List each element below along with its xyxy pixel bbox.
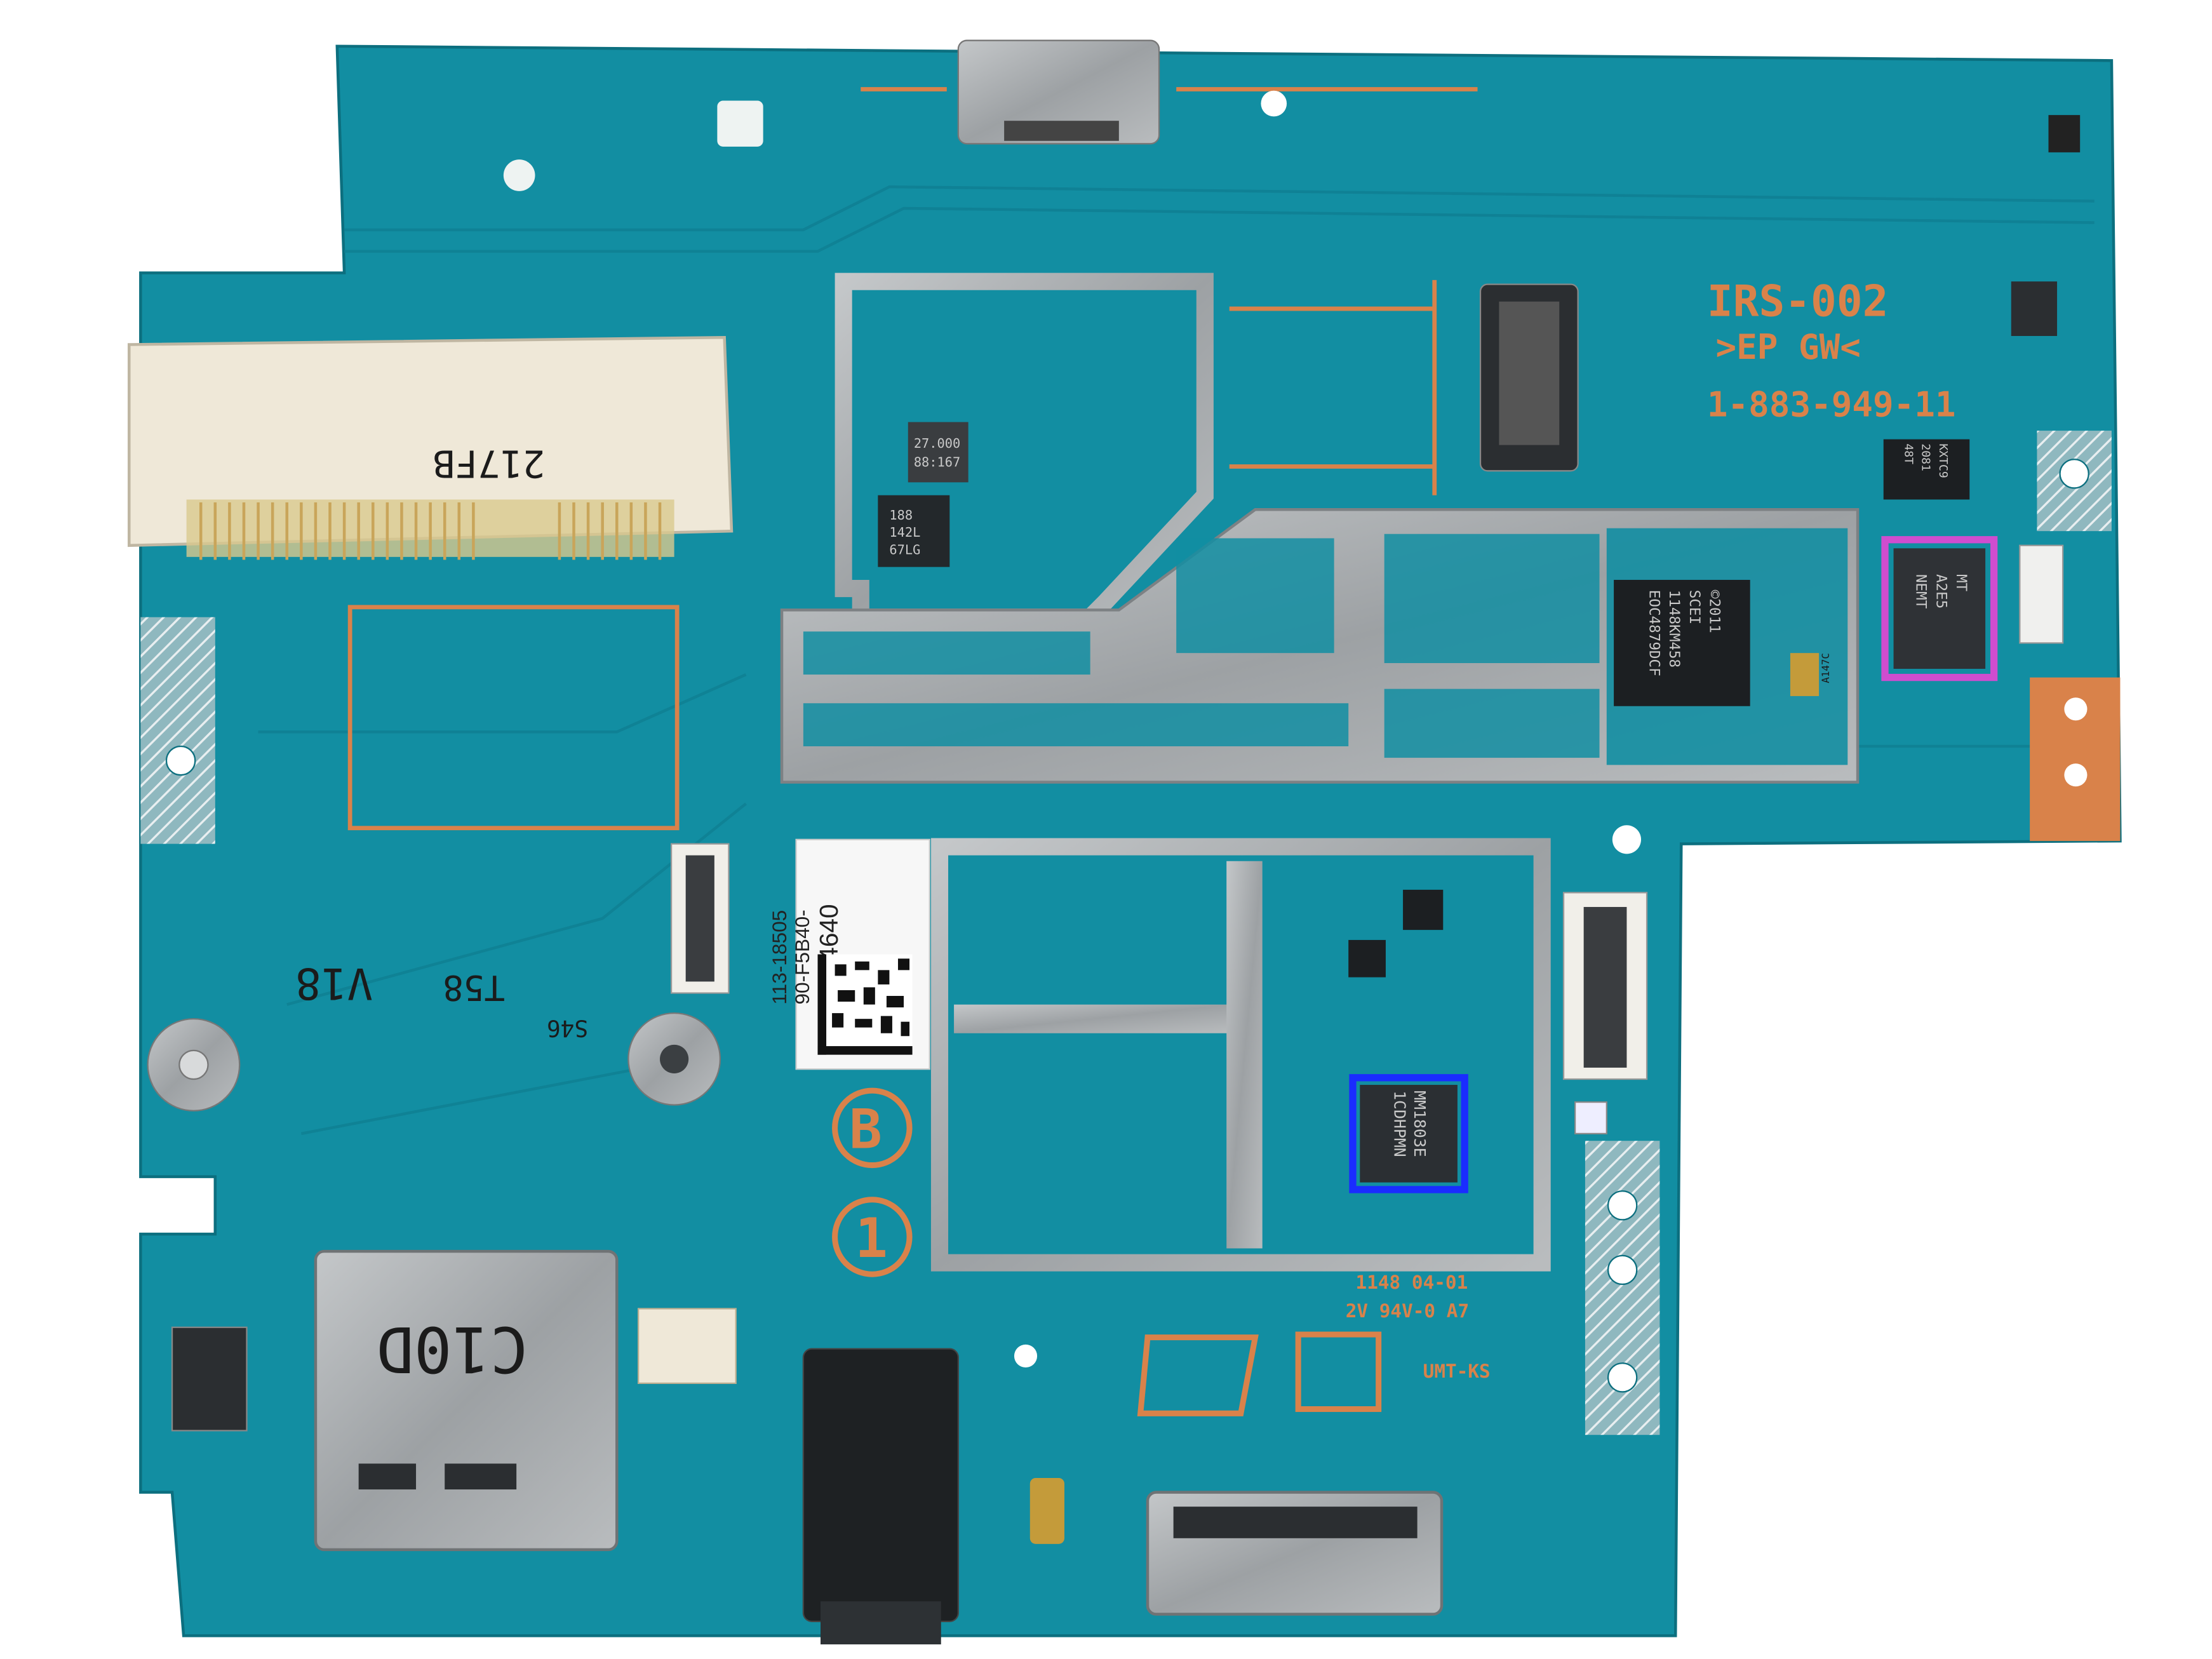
- board-hole: [1014, 1344, 1038, 1368]
- side-component-label: A147C: [1820, 653, 1832, 683]
- board-hole: [1612, 825, 1642, 854]
- blue-highlight-box: [1349, 1074, 1468, 1193]
- serial-sticker: 113-18505 90-F5B40- 2404640: [768, 838, 930, 1070]
- soc-label: ©2011: [1706, 590, 1722, 633]
- number-mark: 1: [855, 1207, 888, 1270]
- crystal-label: 27.000: [914, 436, 960, 451]
- chip-label: KXTC9: [1936, 443, 1950, 478]
- purple-chip: [1893, 548, 1986, 669]
- handwritten-mark: S46: [547, 1014, 588, 1042]
- chip-label: A2E5: [1933, 574, 1949, 608]
- chip-label: 1CDHPMN: [1391, 1091, 1409, 1157]
- soc-label: EOC4879DCF: [1646, 590, 1663, 676]
- small-component: [2011, 281, 2058, 336]
- copper-outlines: [347, 87, 1478, 831]
- side-component: [1790, 653, 1820, 696]
- top-connector: [957, 39, 1160, 145]
- purple-highlight-box: [1881, 536, 1998, 682]
- sticker-line-1: 113-18505: [768, 910, 791, 1005]
- chip-label: MM1803E: [1411, 1091, 1429, 1157]
- chip-label: MT: [1953, 574, 1969, 592]
- logo-mark: [1137, 1334, 1259, 1416]
- connector-marking: 217FB: [433, 442, 546, 486]
- white-pad: [717, 100, 763, 147]
- mount-hole: [2064, 697, 2088, 721]
- board-sub-label: >EP GW<: [1715, 327, 1860, 367]
- circle-mark-b: [832, 1087, 913, 1169]
- handwritten-mark: T58: [443, 967, 505, 1007]
- logo-mark: [1295, 1331, 1382, 1413]
- rf-shield-middle: [780, 508, 1860, 784]
- handwritten-mark: V18: [295, 958, 373, 1009]
- small-chip: [1403, 889, 1444, 930]
- small-chip: [1348, 939, 1386, 977]
- copper-pad-right: [2030, 677, 2121, 842]
- mount-hole: [2064, 763, 2088, 787]
- date-code: 1148 04-01: [1356, 1272, 1468, 1293]
- datamatrix-code: [817, 954, 913, 1055]
- chip-label: NEMT: [1913, 574, 1929, 609]
- small-chip-left: [878, 495, 950, 567]
- soc-label: 1148KM458: [1666, 590, 1682, 668]
- board-part-number: 1-883-949-11: [1707, 384, 1956, 424]
- chip-label: 67LG: [889, 542, 920, 557]
- crystal-chip: [908, 422, 969, 483]
- hatched-zone: [140, 617, 215, 844]
- circle-mark-1: [832, 1197, 913, 1277]
- small-component: [1029, 1477, 1064, 1544]
- board-hole: [1261, 90, 1287, 117]
- maker: UMT-KS: [1423, 1360, 1491, 1382]
- rf-shield-lower: [930, 838, 1551, 1272]
- chip-label: 48T: [1902, 443, 1915, 464]
- small-connector: [171, 1326, 248, 1432]
- blue-chip: [1360, 1085, 1458, 1183]
- crystal-label: 88:167: [914, 455, 960, 470]
- card-slot-marking: C10D: [376, 1312, 528, 1385]
- bottom-connector: [1146, 1491, 1444, 1616]
- card-slot: C10D: [314, 1249, 619, 1552]
- accelerometer-chip: [1883, 439, 1970, 500]
- chip-label: 188: [889, 507, 913, 523]
- headphone-jack: [802, 1348, 959, 1644]
- side-connector: [2019, 544, 2064, 644]
- board-model: IRS-002: [1707, 276, 1889, 326]
- rating: 2V 94V-0 A7: [1346, 1300, 1469, 1322]
- main-soc-chip: [1614, 579, 1750, 706]
- chip-label: 142L: [889, 525, 920, 540]
- soc-label: SCEI: [1686, 590, 1703, 624]
- edge-connector: 217FB: [128, 335, 734, 560]
- small-component: [2048, 115, 2081, 152]
- letter-mark: B: [849, 1098, 882, 1161]
- sticker-line-2: 90-F5B40-: [791, 910, 814, 1004]
- chip-label: 2081: [1919, 443, 1933, 471]
- jst-connector: [638, 1308, 737, 1385]
